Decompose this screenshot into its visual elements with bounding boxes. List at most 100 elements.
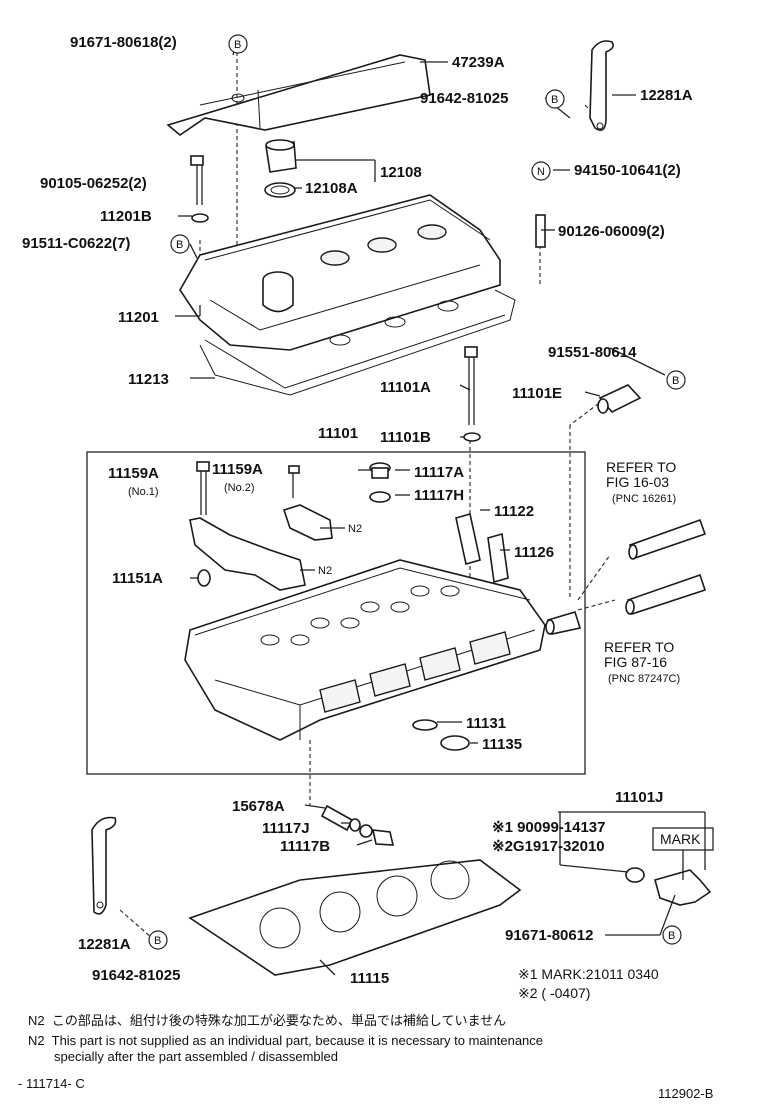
wire-hook-12281A-bottom [91, 816, 117, 915]
note-text: この部品は、組付け後の特殊な加工が必要なため、単品では補給していません [51, 1013, 507, 1028]
ref2-line2: FIG 87-16 [604, 654, 667, 670]
note-text: specially after the part assembled / dis… [54, 1049, 338, 1064]
label-11117H: 11117H [414, 487, 464, 504]
ref1-line1: REFER TO [606, 459, 676, 475]
ref2-line1: REFER TO [604, 639, 674, 655]
dowel-11151A [197, 569, 211, 587]
valve-guide-11126 [487, 532, 509, 584]
mark-notes: ※1 MARK:21011 0340 ※2 ( -0407) [518, 966, 659, 1001]
ref1-line3: (PNC 16261) [612, 493, 676, 505]
label-11117A: 11117A [414, 464, 464, 481]
label-11101A: 11101A [380, 379, 431, 396]
note-n2-english: N2 This part is not supplied as an indiv… [28, 1033, 728, 1049]
label-91511-C0622: 91511-C0622(7) [22, 235, 130, 252]
bearing-cap-no1 [189, 461, 306, 591]
refer-to-blocks: REFER TO FIG 16-03 (PNC 16261) REFER TO … [604, 459, 680, 685]
label-11131: 11131 [466, 715, 506, 732]
badge-b-icon: B [545, 89, 565, 109]
svg-text:B: B [672, 375, 679, 387]
label-11101J: 11101J [615, 789, 663, 806]
footer-right-code: 112902-B [658, 1086, 714, 1101]
note-text: This part is not supplied as an individu… [51, 1033, 544, 1048]
pipe-ref-16-03 [628, 518, 707, 560]
oil-filler-cap-12108 [264, 139, 297, 198]
sensor-11101J [558, 811, 714, 906]
sublabel-no2: (No.2) [224, 482, 255, 494]
footer-left-code: - 111714- C [18, 1076, 85, 1091]
cover-gasket-11213 [199, 289, 516, 396]
label-90105-06252: 90105-06252(2) [40, 175, 147, 192]
label-2G1917-32010: ※2G1917-32010 [492, 838, 605, 855]
ref2-line3: (PNC 87247C) [608, 673, 680, 685]
label-11117J: 11117J [262, 820, 310, 837]
label-94150-10641: 94150-10641(2) [574, 162, 681, 179]
badge-b-icon: B [148, 930, 168, 950]
label-91642-81025-bottom: 91642-81025 [92, 967, 180, 984]
valve-cover-11201 [179, 194, 501, 351]
badge-b-icon: B [170, 234, 190, 254]
callout-labels: 91671-80618(2) 47239A 91642-81025 12281A… [22, 34, 693, 987]
ring-11135 [440, 735, 470, 751]
mark-note-1: ※1 MARK:21011 0340 [518, 966, 659, 982]
svg-text:B: B [551, 94, 558, 106]
mark-label: MARK [660, 831, 701, 847]
svg-text:B: B [154, 935, 161, 947]
union-15678A [320, 804, 395, 846]
label-91551-80614: 91551-80614 [548, 344, 637, 361]
sublabel-n2-b: N2 [318, 565, 332, 577]
label-11101B: 11101B [380, 429, 431, 446]
label-11122: 11122 [494, 503, 534, 520]
sub-labels: (No.1) (No.2) N2 N2 MARK [128, 482, 701, 847]
union-fitting [545, 611, 582, 635]
label-11201B: 11201B [100, 208, 152, 225]
svg-text:N: N [537, 166, 545, 178]
label-11135: 11135 [482, 736, 522, 753]
label-11151A: 11151A [112, 570, 163, 587]
label-12281A-bottom: 12281A [78, 936, 131, 953]
badge-b-icon: B [228, 34, 248, 54]
badge-b-icon: B [666, 370, 686, 390]
label-11101: 11101 [318, 425, 358, 442]
label-11126: 11126 [514, 544, 554, 561]
badge-n-icon: N [531, 161, 551, 181]
label-15678A: 15678A [232, 798, 285, 815]
label-11159A-no2: 11159A [212, 461, 263, 478]
plug-11117A [369, 462, 391, 503]
label-91642-81025-top: 91642-81025 [420, 90, 508, 107]
ref1-line2: FIG 16-03 [606, 474, 669, 490]
note-n2-japanese: N2 この部品は、組付け後の特殊な加工が必要なため、単品では補給していません [28, 1013, 728, 1029]
bolt-11101A [463, 346, 481, 442]
label-12108: 12108 [380, 164, 422, 181]
stud-90126 [535, 214, 546, 248]
cover-plate-47239A [166, 54, 431, 137]
bolt-90105 [190, 155, 209, 223]
sublabel-n2-a: N2 [348, 523, 362, 535]
label-11115: 11115 [350, 970, 389, 987]
label-11101E: 11101E [512, 385, 562, 402]
svg-text:B: B [176, 239, 183, 251]
label-47239A: 47239A [452, 54, 505, 71]
label-11117B: 11117B [280, 838, 330, 855]
label-91671-80612: 91671-80612 [505, 927, 593, 944]
note-key: N2 [28, 1013, 45, 1028]
pipe-ref-87-16 [625, 573, 707, 616]
label-91671-80618: 91671-80618(2) [70, 34, 177, 51]
label-11213: 11213 [128, 371, 169, 388]
valve-guide-11122 [455, 512, 481, 566]
label-12281A-top: 12281A [640, 87, 693, 104]
leader-lines [175, 41, 676, 976]
mark-note-2: ※2 ( -0407) [518, 985, 590, 1001]
circled-badges: B B N B B B B [148, 34, 686, 950]
gasket-11131 [412, 719, 438, 731]
label-90099-14137: ※1 90099-14137 [492, 819, 606, 836]
wire-hook-12281A-top [589, 40, 614, 131]
sensor-11101E [597, 384, 642, 414]
bearing-cap-no2 [282, 465, 333, 541]
guide-lines [119, 52, 616, 939]
head-gasket-11115 [188, 859, 522, 976]
label-90126-06009: 90126-06009(2) [558, 223, 665, 240]
note-n2-english-line2: specially after the part assembled / dis… [54, 1049, 734, 1065]
label-11201: 11201 [118, 309, 159, 326]
cylinder-head-block [184, 559, 546, 741]
